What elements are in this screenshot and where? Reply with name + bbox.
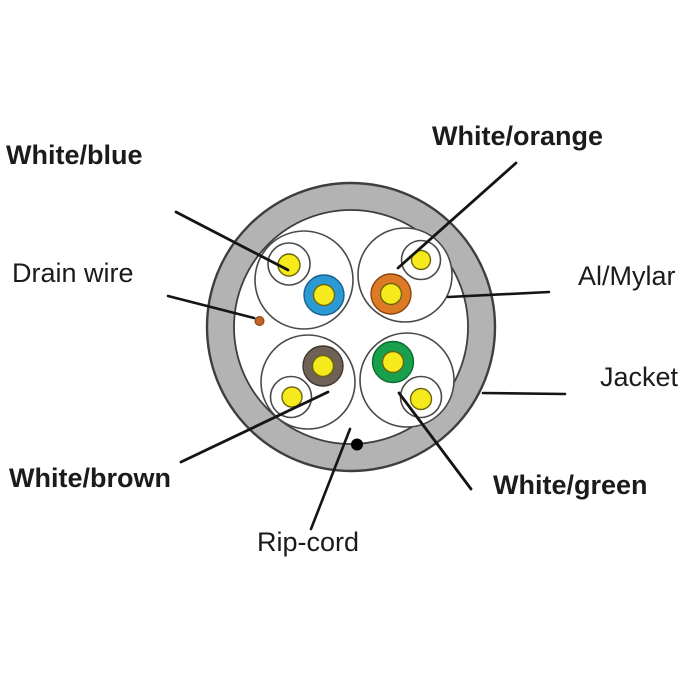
pair-circle-brown-pair — [260, 334, 356, 430]
white-orange-label: White/orange — [432, 121, 604, 151]
rip-cord-label: Rip-cord — [257, 527, 360, 557]
jacket-callout-line — [481, 391, 567, 396]
white-green-label: White/green — [493, 470, 648, 500]
wire-orange-conductor — [379, 282, 403, 306]
rip-cord-dot — [351, 438, 363, 451]
white-blue-label: White/blue — [6, 140, 143, 170]
drain-wire-callout-line — [166, 294, 256, 320]
drain-wire-label: Drain wire — [12, 258, 134, 288]
white-blue-callout-line — [174, 210, 290, 272]
white-brown-label: White/brown — [9, 463, 171, 493]
wire-white-green-conductor — [409, 387, 433, 411]
jacket-label: Jacket — [600, 362, 679, 392]
pair-circle-blue-pair — [254, 230, 354, 330]
white-orange-callout-line — [396, 161, 518, 270]
wire-brown-conductor — [311, 354, 335, 378]
wire-white-orange-conductor — [410, 249, 432, 271]
white-green-callout-line — [397, 391, 473, 491]
al-mylar-callout-line — [446, 290, 551, 299]
rip-cord-callout-line — [309, 427, 352, 531]
white-brown-callout-line — [179, 390, 330, 464]
wire-green-conductor — [381, 350, 405, 374]
wire-white-brown-conductor — [281, 386, 303, 408]
al-mylar-label: Al/Mylar — [578, 261, 676, 291]
wire-blue-conductor — [312, 283, 336, 307]
drain-wire-dot — [254, 316, 265, 326]
